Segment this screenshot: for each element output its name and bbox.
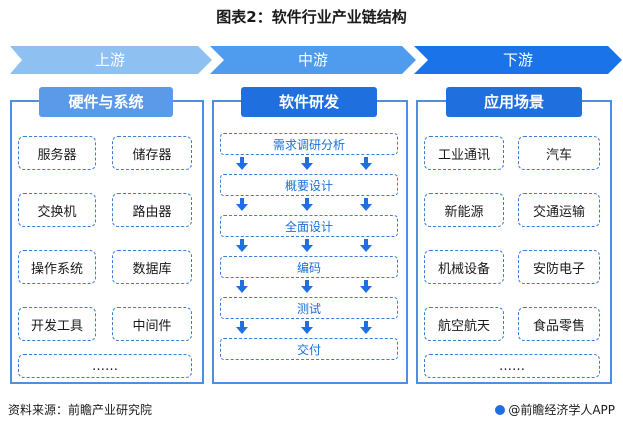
midstream-step: 测试 — [220, 297, 398, 319]
downstream-item: 汽车 — [518, 136, 600, 170]
chart-title: 图表2：软件行业产业链结构 — [216, 8, 407, 26]
upstream-item: 中间件 — [112, 307, 192, 341]
upstream-item: 数据库 — [112, 250, 192, 284]
stage-bands — [10, 46, 622, 74]
downstream-item: 航空航天 — [424, 307, 504, 341]
stage-label-downstream: 下游 — [502, 51, 533, 69]
stage-band-upstream — [10, 46, 212, 74]
stage-band-downstream — [414, 46, 622, 74]
downstream-item: 新能源 — [424, 193, 504, 227]
stage-label-midstream: 中游 — [297, 51, 328, 69]
midstream-heading: 软件研发 — [241, 87, 377, 117]
downstream-item: 安防电子 — [518, 250, 600, 284]
midstream-step: 交付 — [220, 338, 398, 360]
downstream-item: 食品零售 — [518, 307, 600, 341]
brand-credit-text: @前瞻经济学人APP — [508, 403, 615, 417]
upstream-more: …… — [18, 354, 192, 378]
upstream-item: 服务器 — [18, 136, 96, 170]
upstream-item: 储存器 — [112, 136, 192, 170]
upstream-item: 开发工具 — [18, 307, 96, 341]
brand-logo-icon — [495, 404, 506, 415]
downstream-more: …… — [424, 354, 600, 378]
source-note: 资料来源：前瞻产业研究院 — [8, 403, 153, 417]
downstream-heading: 应用场景 — [446, 87, 582, 117]
midstream-step: 概要设计 — [220, 174, 398, 196]
midstream-step: 需求调研分析 — [220, 133, 398, 155]
stage-band-midstream — [210, 46, 416, 74]
downstream-item: 工业通讯 — [424, 136, 504, 170]
midstream-step: 全面设计 — [220, 215, 398, 237]
downstream-item: 交通运输 — [518, 193, 600, 227]
midstream-step: 编码 — [220, 256, 398, 278]
downstream-item: 机械设备 — [424, 250, 504, 284]
upstream-item: 交换机 — [18, 193, 96, 227]
upstream-heading: 硬件与系统 — [39, 87, 173, 117]
upstream-item: 路由器 — [112, 193, 192, 227]
stage-label-upstream: 上游 — [94, 51, 125, 69]
upstream-item: 操作系统 — [18, 250, 96, 284]
brand-credit: @前瞻经济学人APP — [495, 401, 615, 418]
